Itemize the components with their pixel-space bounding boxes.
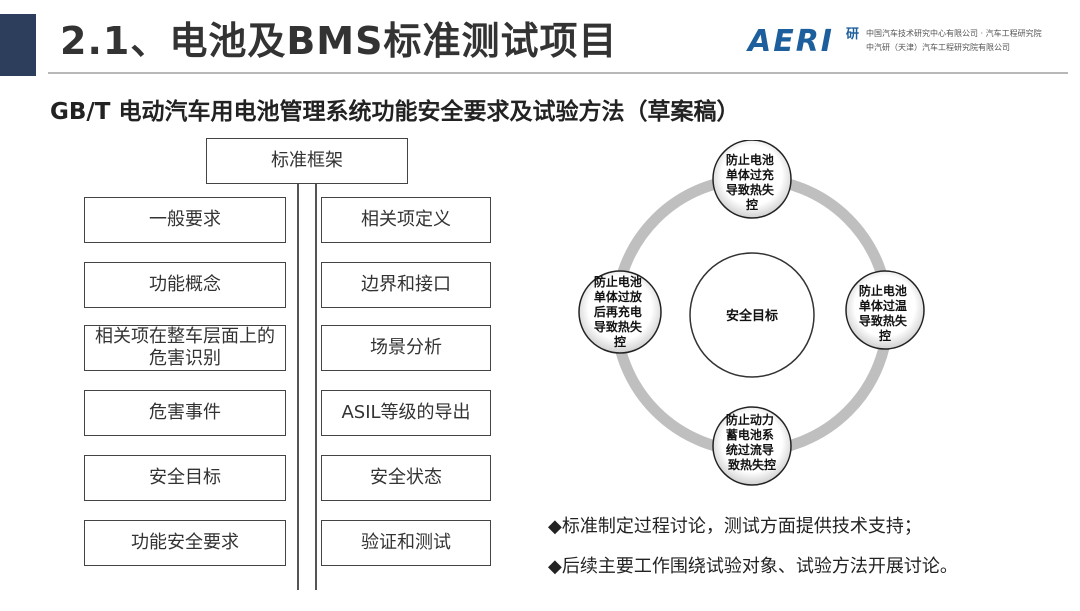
framework-left-item: 功能概念 [84, 262, 286, 308]
company-logo: AERI 研 中国汽车技术研究中心有限公司 · 汽车工程研究院 中汽研（天津）汽… [748, 22, 1068, 62]
center-node-label: 安全目标 [726, 308, 778, 324]
node-top: 防止电池 单体过充 导致热失 控 [712, 140, 792, 219]
framework-right-item: 场景分析 [321, 325, 491, 371]
bullet-item: ◆后续主要工作围绕试验对象、试验方法开展讨论。 [548, 556, 958, 577]
tree-line-left [297, 184, 299, 590]
center-node [689, 252, 815, 378]
page-title: 2.1、电池及BMS标准测试项目 [60, 19, 618, 63]
framework-root: 标准框架 [206, 138, 408, 184]
tree-line-right [315, 184, 317, 590]
title-accent-bar [0, 14, 36, 76]
summary-bullets: ◆标准制定过程讨论，测试方面提供技术支持； ◆后续主要工作围绕试验对象、试验方法… [548, 512, 958, 592]
framework-right-item: 相关项定义 [321, 197, 491, 243]
svg-text:防止动力 蓄电池系 统过流导: 防止动力 蓄电池系 统过流导 致热失控 [726, 412, 778, 472]
svg-text:防止电池 单体过温 导致热失: 防止电池 单体过温 导致热失 控 [859, 283, 911, 343]
framework-right-item: ASIL等级的导出 [321, 390, 491, 436]
title-divider [48, 72, 1068, 74]
node-right: 防止电池 单体过温 导致热失 控 [845, 270, 925, 350]
logo-mark: AERI [748, 24, 834, 59]
slide-subtitle: GB/T 电动汽车用电池管理系统功能安全要求及试验方法（草案稿） [50, 99, 740, 125]
svg-text:防止电池 单体过放 后再充电: 防止电池 单体过放 后再充电 导致热失 控 [594, 274, 646, 349]
framework-left-item: 功能安全要求 [84, 520, 286, 566]
svg-text:防止电池 单体过充 导致热失: 防止电池 单体过充 导致热失 控 [726, 152, 778, 212]
bullet-item: ◆标准制定过程讨论，测试方面提供技术支持； [548, 516, 922, 537]
node-left: 防止电池 单体过放 后再充电 导致热失 控 [578, 270, 662, 354]
logo-side-glyph: 研 [846, 27, 860, 42]
logo-line-1: 中国汽车技术研究中心有限公司 · 汽车工程研究院 [866, 29, 1042, 38]
logo-line-2: 中汽研（天津）汽车工程研究院有限公司 [866, 43, 1010, 52]
framework-left-item: 安全目标 [84, 455, 286, 501]
framework-right-item: 安全状态 [321, 455, 491, 501]
node-bottom: 防止动力 蓄电池系 统过流导 致热失控 [712, 406, 792, 486]
framework-right-item: 验证和测试 [321, 520, 491, 566]
framework-left-item: 一般要求 [84, 197, 286, 243]
framework-right-item: 边界和接口 [321, 262, 491, 308]
safety-goal-cycle: 安全目标 防止电池 单体过充 导致热失 控 防止电池 单体过温 导致热失 控 防… [578, 140, 925, 486]
framework-left-item: 危害事件 [84, 390, 286, 436]
framework-left-item: 相关项在整车层面上的危害识别 [84, 325, 286, 371]
